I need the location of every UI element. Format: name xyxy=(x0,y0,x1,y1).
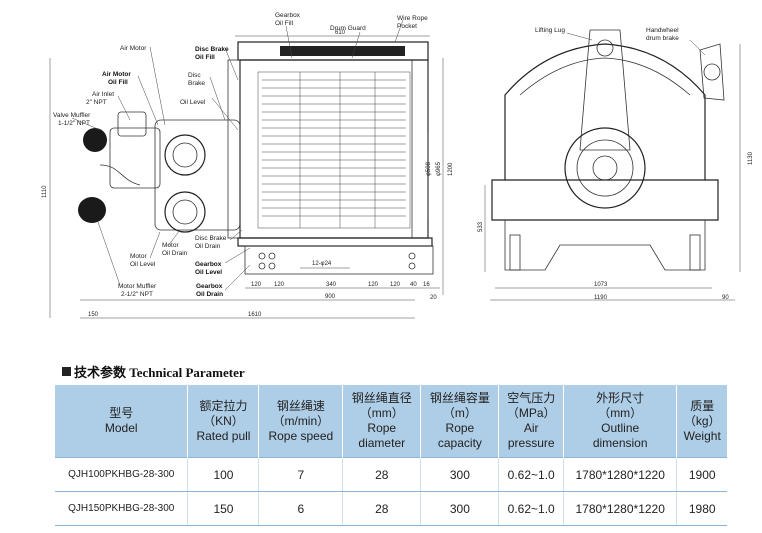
svg-text:12-φ24: 12-φ24 xyxy=(312,261,332,267)
label-disc-brake-oil-level: Disc xyxy=(188,72,201,79)
cell-outline-dimension: 1780*1280*1220 xyxy=(563,457,678,492)
label-valve-muffler: Valve Muffler xyxy=(53,112,91,119)
label-air-motor-oil-fill: Air Motor xyxy=(102,71,131,78)
side-view xyxy=(49,19,444,319)
svg-text:150: 150 xyxy=(88,312,99,318)
svg-text:φ965: φ965 xyxy=(436,161,442,176)
side-view-labels: Gearbox Oil Fill Drum Guard Wire Rope Po… xyxy=(53,12,428,298)
svg-text:16: 16 xyxy=(423,282,430,288)
section-title: 技术参数 Technical Parameter xyxy=(74,365,245,380)
front-view-labels: Lifting Lug Handwheel drum brake 1130 53… xyxy=(478,27,754,301)
cell-weight: 1900 xyxy=(676,457,727,492)
svg-text:2-1/2" NPT: 2-1/2" NPT xyxy=(121,291,153,298)
svg-text:Oil Level: Oil Level xyxy=(195,269,222,276)
label-motor-oil-level: Motor xyxy=(130,253,147,260)
label-lifting-lug: Lifting Lug xyxy=(535,27,565,34)
svg-text:Pocket: Pocket xyxy=(397,23,417,30)
svg-text:610: 610 xyxy=(335,30,346,36)
svg-text:1610: 1610 xyxy=(248,312,262,318)
cell-rope-capacity: 300 xyxy=(420,491,500,526)
svg-text:Oil Drain: Oil Drain xyxy=(195,243,221,250)
svg-text:1200: 1200 xyxy=(448,162,454,176)
svg-text:1190: 1190 xyxy=(594,295,608,301)
cell-model: QJH100PKHBG-28-300 xyxy=(55,457,189,492)
svg-text:Oil Fill: Oil Fill xyxy=(195,54,215,61)
svg-text:Oil Fill: Oil Fill xyxy=(108,79,128,86)
square-bullet-icon xyxy=(62,367,71,376)
side-view-dimensions: 610 φ508 φ965 1200 1110 12-φ24 120 120 3… xyxy=(42,30,454,318)
svg-text:340: 340 xyxy=(326,282,337,288)
svg-text:drum brake: drum brake xyxy=(646,35,679,42)
svg-text:900: 900 xyxy=(325,294,336,300)
label-air-motor: Air Motor xyxy=(120,45,147,52)
svg-text:Oil Drain: Oil Drain xyxy=(196,291,223,298)
header-rated-pull: 额定拉力（KN）Rated pull xyxy=(187,385,260,458)
svg-text:Oil Fill: Oil Fill xyxy=(275,20,294,27)
svg-text:2" NPT: 2" NPT xyxy=(86,99,107,106)
svg-text:1-1/2" NPT: 1-1/2" NPT xyxy=(58,120,90,127)
label-air-inlet: Air Inlet xyxy=(92,91,114,98)
cell-outline-dimension: 1780*1280*1220 xyxy=(563,491,678,526)
label-wire-rope-pocket: Wire Rope xyxy=(397,15,428,22)
cell-model: QJH150PKHBG-28-300 xyxy=(55,491,189,526)
label-handwheel: Handwheel xyxy=(646,27,679,34)
section-heading: 技术参数 Technical Parameter xyxy=(62,362,245,381)
svg-text:1073: 1073 xyxy=(594,282,608,288)
label-gearbox-oil-fill: Gearbox xyxy=(275,12,301,19)
cell-rope-speed: 7 xyxy=(258,457,344,492)
label-disc-brake-oil-fill: Disc Brake xyxy=(195,46,229,53)
cell-rope-capacity: 300 xyxy=(420,457,500,492)
svg-text:20: 20 xyxy=(430,295,437,301)
label-gearbox-oil-level: Gearbox xyxy=(195,261,222,268)
cell-rope-diameter: 28 xyxy=(342,457,422,492)
table-row: QJH100PKHBG-28-300 100 7 28 300 0.62~1.0… xyxy=(55,457,727,492)
cell-rope-diameter: 28 xyxy=(342,491,422,526)
technical-drawing: Gearbox Oil Fill Drum Guard Wire Rope Po… xyxy=(42,12,754,319)
svg-text:Oil Drain: Oil Drain xyxy=(162,250,188,257)
svg-text:120: 120 xyxy=(368,282,379,288)
cell-rope-speed: 6 xyxy=(258,491,344,526)
svg-text:90: 90 xyxy=(722,295,729,301)
svg-text:120: 120 xyxy=(251,282,262,288)
table-row: QJH150PKHBG-28-300 150 6 28 300 0.62~1.0… xyxy=(55,491,727,526)
svg-text:120: 120 xyxy=(274,282,285,288)
svg-text:40: 40 xyxy=(410,282,417,288)
label-motor-oil-drain: Motor xyxy=(162,242,179,249)
cell-rated-pull: 150 xyxy=(187,491,260,526)
svg-text:1130: 1130 xyxy=(748,151,754,165)
label-gearbox-oil-drain: Gearbox xyxy=(196,283,223,290)
label-motor-muffler: Motor Muffler xyxy=(118,283,157,290)
svg-text:Brake: Brake xyxy=(188,80,205,87)
svg-text:Oil Level: Oil Level xyxy=(130,261,156,268)
svg-text:φ508: φ508 xyxy=(426,161,432,176)
header-rope-speed: 钢丝绳速（m/min）Rope speed xyxy=(258,385,344,458)
svg-text:Oil Level: Oil Level xyxy=(180,99,206,106)
label-drum: Drum xyxy=(305,49,321,56)
cell-weight: 1980 xyxy=(676,491,727,526)
svg-text:1110: 1110 xyxy=(42,185,48,198)
cell-rated-pull: 100 xyxy=(187,457,260,492)
front-view xyxy=(484,29,741,301)
header-weight: 质量（kg）Weight xyxy=(676,385,727,458)
svg-text:120: 120 xyxy=(390,282,401,288)
cell-air-pressure: 0.62~1.0 xyxy=(498,457,564,492)
drum-slots xyxy=(257,71,411,229)
label-drum-guard: Drum Guard xyxy=(330,25,366,32)
cell-air-pressure: 0.62~1.0 xyxy=(498,491,564,526)
svg-text:533: 533 xyxy=(478,221,484,232)
label-disc-brake-oil-drain: Disc Brake xyxy=(195,235,227,242)
